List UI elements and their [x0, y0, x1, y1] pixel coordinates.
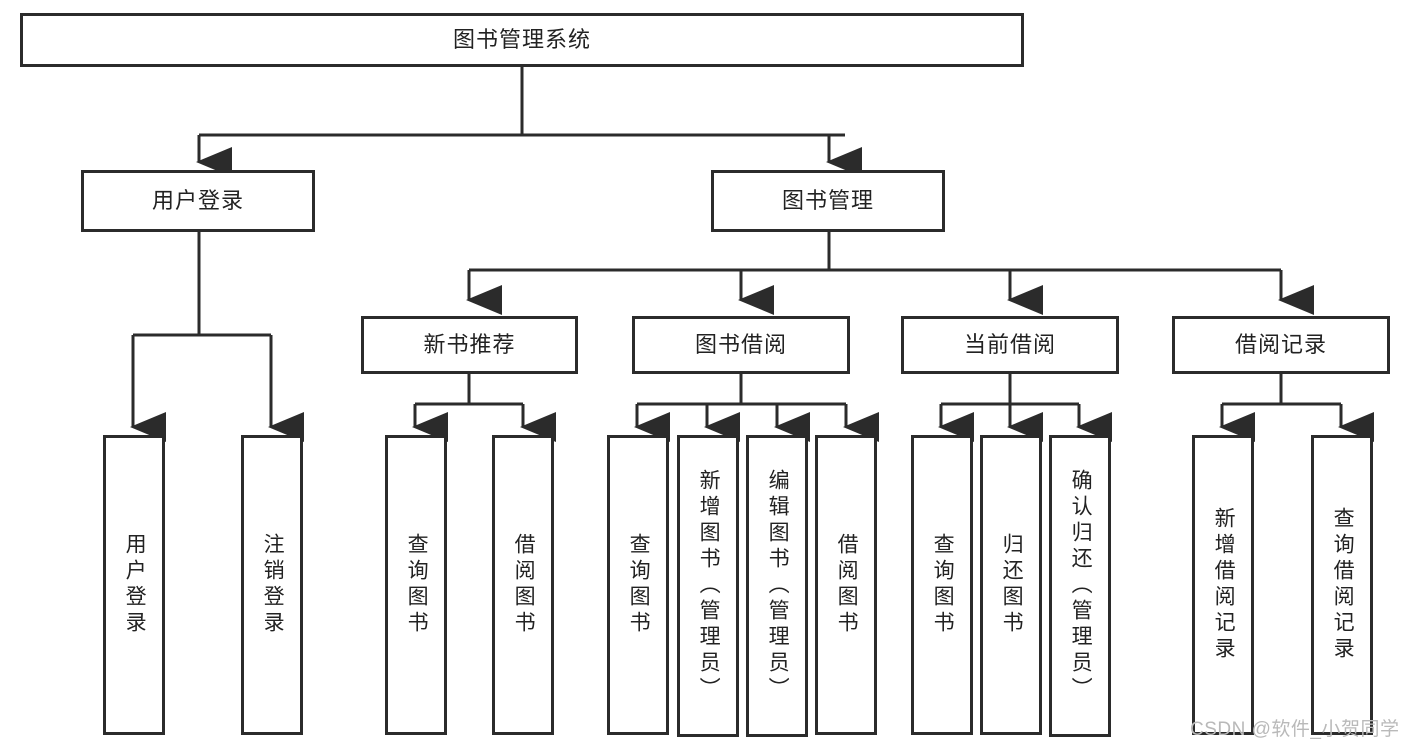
node-leaf-borrow-book-1-label: 借阅图书	[512, 533, 536, 637]
node-borrow-record-label: 借阅记录	[1234, 332, 1327, 358]
node-leaf-query-book-1-label: 查询图书	[405, 533, 429, 637]
node-borrow-record[interactable]: 借阅记录	[1172, 316, 1390, 374]
node-leaf-add-borrow-record[interactable]: 新增借阅记录	[1192, 435, 1254, 735]
node-leaf-query-book-1[interactable]: 查询图书	[385, 435, 447, 735]
node-leaf-query-book-3[interactable]: 查询图书	[911, 435, 973, 735]
node-leaf-query-borrow-record-label: 查询借阅记录	[1331, 507, 1355, 663]
node-leaf-query-book-3-label: 查询图书	[931, 533, 955, 637]
node-leaf-user-login[interactable]: 用户登录	[103, 435, 165, 735]
node-book-borrow[interactable]: 图书借阅	[632, 316, 850, 374]
node-leaf-return-book[interactable]: 归还图书	[980, 435, 1042, 735]
node-user-login[interactable]: 用户登录	[81, 170, 315, 232]
node-leaf-add-book-admin[interactable]: 新增图书（管理员）	[677, 435, 739, 737]
node-leaf-query-book-2-label: 查询图书	[627, 533, 651, 637]
node-book-borrow-label: 图书借阅	[694, 332, 787, 358]
node-book-manage[interactable]: 图书管理	[711, 170, 945, 232]
node-user-login-label: 用户登录	[151, 188, 244, 214]
node-current-borrow[interactable]: 当前借阅	[901, 316, 1119, 374]
node-leaf-query-borrow-record[interactable]: 查询借阅记录	[1311, 435, 1373, 735]
node-leaf-borrow-book-1[interactable]: 借阅图书	[492, 435, 554, 735]
node-leaf-add-book-admin-label: 新增图书（管理员）	[697, 469, 721, 703]
node-leaf-user-login-label: 用户登录	[123, 533, 147, 637]
node-current-borrow-label: 当前借阅	[963, 332, 1056, 358]
node-leaf-edit-book-admin[interactable]: 编辑图书（管理员）	[746, 435, 808, 737]
node-leaf-borrow-book-2-label: 借阅图书	[835, 533, 859, 637]
node-root[interactable]: 图书管理系统	[20, 13, 1024, 67]
node-new-book-rec[interactable]: 新书推荐	[361, 316, 578, 374]
node-leaf-confirm-return-admin[interactable]: 确认归还（管理员）	[1049, 435, 1111, 737]
node-leaf-add-borrow-record-label: 新增借阅记录	[1212, 507, 1236, 663]
node-leaf-edit-book-admin-label: 编辑图书（管理员）	[766, 469, 790, 703]
node-root-label: 图书管理系统	[452, 27, 591, 53]
node-leaf-logout-login[interactable]: 注销登录	[241, 435, 303, 735]
node-new-book-rec-label: 新书推荐	[423, 332, 516, 358]
node-leaf-borrow-book-2[interactable]: 借阅图书	[815, 435, 877, 735]
watermark-text: CSDN @软件_小贺同学	[1190, 719, 1400, 740]
node-leaf-return-book-label: 归还图书	[1000, 533, 1024, 637]
node-leaf-query-book-2[interactable]: 查询图书	[607, 435, 669, 735]
node-leaf-confirm-return-admin-label: 确认归还（管理员）	[1069, 469, 1093, 703]
node-leaf-logout-login-label: 注销登录	[261, 533, 285, 637]
node-book-manage-label: 图书管理	[781, 188, 874, 214]
